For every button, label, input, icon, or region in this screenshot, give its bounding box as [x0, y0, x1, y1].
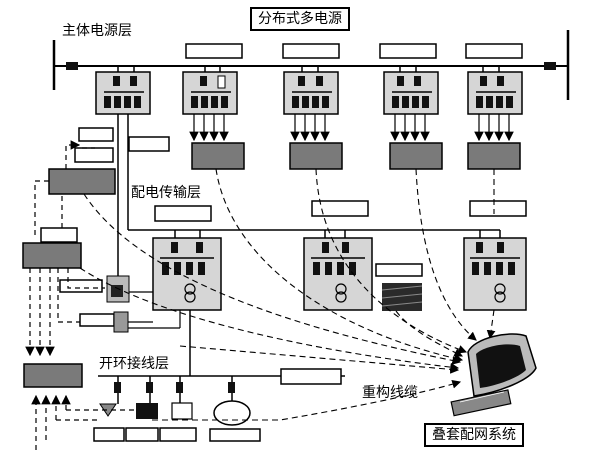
- distribution-label-boxes: [154, 200, 527, 222]
- source-panel-3: [283, 71, 339, 115]
- source-label-boxes: [185, 43, 523, 59]
- source-units: [191, 142, 521, 170]
- source-panel-1: [95, 71, 151, 115]
- left-control-units: [22, 168, 116, 388]
- control-dashed-links: [25, 140, 136, 450]
- distribution-layer-label: 配电传输层: [131, 185, 201, 201]
- distribution-panel-1: [152, 237, 222, 311]
- reconfig-cable-label: 重构线缆: [362, 385, 418, 401]
- distribution-panel-3: [463, 237, 527, 311]
- distribution-panel-2: [303, 237, 373, 311]
- panel-output-arrows: [189, 114, 514, 142]
- computer-icon: [450, 333, 537, 417]
- overlay-system-label: 叠套配网系统: [424, 423, 524, 448]
- reconfig-dashed-curves: [79, 168, 496, 421]
- source-panel-5: [467, 71, 523, 115]
- open-loop-label-boxes: [93, 368, 342, 442]
- solar-panel-image: [375, 263, 423, 311]
- main-source-layer-label: 主体电源层: [62, 23, 132, 39]
- distribution-bus: [117, 114, 501, 290]
- source-panel-4: [383, 71, 439, 115]
- open-loop-layer-label: 开环接线层: [99, 356, 169, 372]
- busbar-drops: [117, 66, 500, 72]
- open-loop-devices: [99, 400, 251, 426]
- left-label-boxes: [40, 127, 170, 327]
- source-panel-2: [182, 71, 238, 115]
- open-loop-breakers: [114, 382, 235, 393]
- distributed-sources-title: 分布式多电源: [250, 7, 350, 32]
